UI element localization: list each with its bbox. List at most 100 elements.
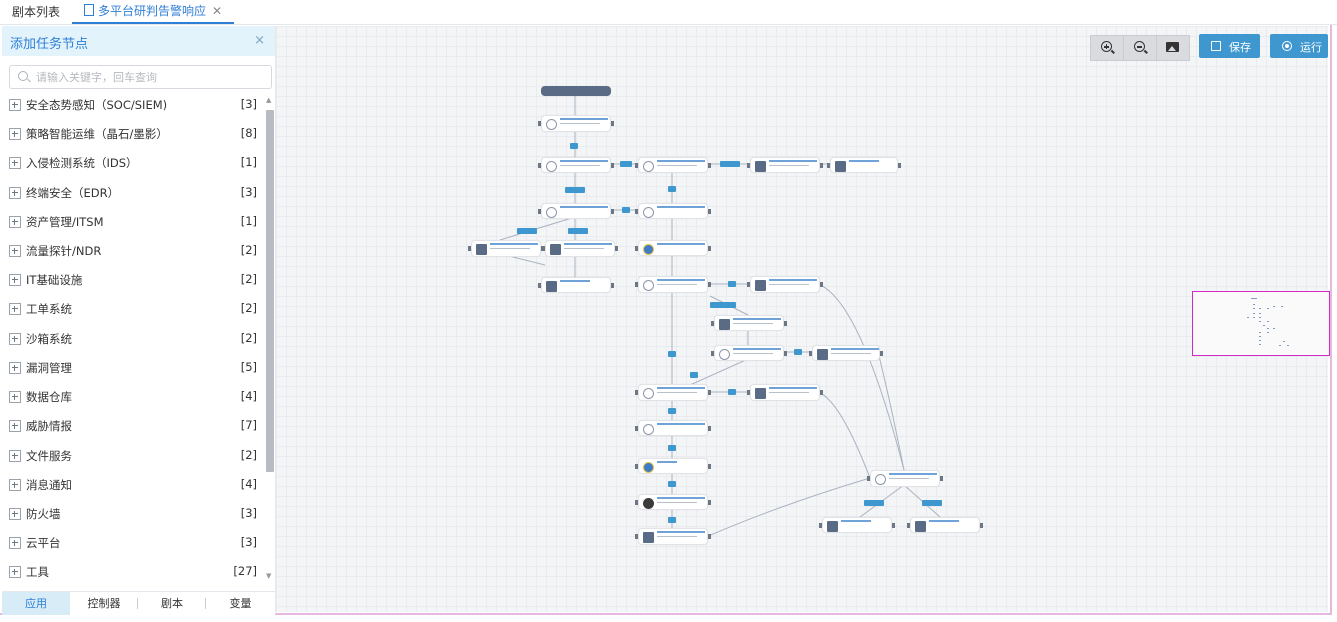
category-item[interactable]: 沙箱系统[2] (2, 326, 264, 355)
edge-badge[interactable] (668, 408, 676, 414)
category-item[interactable]: 入侵检测系统（IDS）[1] (2, 150, 264, 179)
flow-node[interactable] (711, 345, 787, 361)
start-node[interactable] (541, 86, 611, 96)
category-item[interactable]: 策略智能运维（晶石/墨影）[8] (2, 121, 264, 150)
edge-badge[interactable] (728, 389, 736, 395)
flow-node[interactable] (827, 157, 901, 173)
expand-plus-icon[interactable] (9, 245, 21, 257)
tab-controllers[interactable]: 控制器 (70, 592, 138, 615)
edge-badge[interactable] (568, 228, 588, 234)
expand-plus-icon[interactable] (9, 333, 21, 345)
flow-node[interactable] (907, 517, 983, 533)
expand-plus-icon[interactable] (9, 391, 21, 403)
scrollbar-thumb[interactable] (266, 110, 274, 472)
expand-plus-icon[interactable] (9, 216, 21, 228)
edge-badge[interactable] (864, 500, 884, 506)
expand-plus-icon[interactable] (9, 537, 21, 549)
flow-canvas[interactable] (276, 26, 1328, 612)
category-item[interactable]: 文件服务[2] (2, 443, 264, 472)
expand-plus-icon[interactable] (9, 274, 21, 286)
tab-playbooks[interactable]: 剧本 (138, 592, 206, 615)
flow-node[interactable] (635, 240, 711, 256)
category-item[interactable]: 云平台[3] (2, 530, 264, 559)
flow-node[interactable] (635, 276, 711, 293)
expand-plus-icon[interactable] (9, 157, 21, 169)
flow-node[interactable] (747, 157, 823, 173)
expand-plus-icon[interactable] (9, 128, 21, 140)
edge-badge[interactable] (565, 187, 585, 193)
scroll-up-icon[interactable]: ▲ (266, 96, 272, 104)
flow-node[interactable] (711, 315, 787, 331)
edge-badge[interactable] (668, 481, 676, 487)
minimap[interactable] (1192, 291, 1330, 356)
flow-node[interactable] (538, 157, 614, 173)
flow-node[interactable] (635, 384, 711, 401)
flow-node[interactable] (538, 277, 614, 293)
tab-playbook-list[interactable]: 剧本列表 (12, 5, 61, 19)
category-item[interactable]: 工具[27] (2, 559, 264, 588)
expand-plus-icon[interactable] (9, 450, 21, 462)
edge-badge[interactable] (794, 349, 802, 355)
category-item[interactable]: 消息通知[4] (2, 472, 264, 501)
edge-badge[interactable] (728, 281, 736, 287)
edge-badge[interactable] (517, 228, 537, 234)
zoom-out-button[interactable] (1123, 35, 1157, 61)
category-item[interactable]: IT基础设施[2] (2, 267, 264, 296)
category-item[interactable]: 数据仓库[4] (2, 384, 264, 413)
expand-plus-icon[interactable] (9, 303, 21, 315)
search-input[interactable] (34, 68, 268, 86)
flow-node[interactable] (635, 203, 711, 219)
category-item[interactable]: 流量探针/NDR[2] (2, 238, 264, 267)
flow-node[interactable] (747, 276, 823, 293)
category-item[interactable]: 防火墙[3] (2, 501, 264, 530)
run-button[interactable]: 运行 (1270, 34, 1328, 58)
zoom-in-button[interactable] (1090, 35, 1124, 61)
flow-node[interactable] (819, 517, 895, 533)
category-item[interactable]: 资产管理/ITSM[1] (2, 209, 264, 238)
category-item[interactable]: 工单系统[2] (2, 296, 264, 325)
flow-node[interactable] (635, 528, 711, 545)
export-image-button[interactable] (1156, 35, 1190, 61)
category-scrollbar[interactable]: ▲ ▼ (264, 96, 275, 586)
flow-node[interactable] (538, 115, 614, 132)
flow-node[interactable] (867, 470, 943, 487)
tab-apps[interactable]: 应用 (2, 592, 70, 615)
close-panel-icon[interactable]: × (254, 33, 265, 48)
flow-node[interactable] (468, 240, 544, 257)
edge-badge[interactable] (620, 161, 632, 167)
tab-variables[interactable]: 变量 (229, 597, 252, 610)
scroll-down-icon[interactable]: ▼ (266, 572, 272, 580)
edge-badge[interactable] (668, 445, 676, 451)
edge-badge[interactable] (710, 302, 736, 308)
expand-plus-icon[interactable] (9, 99, 21, 111)
flow-node[interactable] (635, 458, 711, 474)
save-button[interactable]: 保存 (1199, 34, 1260, 58)
edge-badge[interactable] (668, 351, 676, 357)
category-item[interactable]: 威胁情报[7] (2, 413, 264, 442)
edge-badge[interactable] (720, 161, 740, 167)
edge-badge[interactable] (622, 207, 630, 213)
flow-node[interactable] (747, 384, 823, 401)
close-tab-icon[interactable]: ✕ (212, 4, 223, 18)
expand-plus-icon[interactable] (9, 362, 21, 374)
flow-node[interactable] (538, 203, 614, 219)
expand-plus-icon[interactable] (9, 508, 21, 520)
flow-node[interactable] (635, 494, 711, 510)
expand-plus-icon[interactable] (9, 566, 21, 578)
expand-plus-icon[interactable] (9, 420, 21, 432)
expand-plus-icon[interactable] (9, 479, 21, 491)
flow-node[interactable] (635, 157, 711, 173)
flow-node[interactable] (542, 240, 618, 257)
flow-node[interactable] (635, 420, 711, 436)
edge-badge[interactable] (668, 517, 676, 523)
edge-badge[interactable] (668, 186, 676, 192)
category-item[interactable]: 漏洞管理[5] (2, 355, 264, 384)
tab-active-playbook[interactable]: 多平台研判告警响应✕ (72, 0, 235, 24)
edge-badge[interactable] (690, 372, 698, 378)
category-item[interactable]: 安全态势感知（SOC/SIEM)[3] (2, 92, 264, 121)
flow-node[interactable] (809, 345, 883, 361)
edge-badge[interactable] (922, 500, 942, 506)
category-item[interactable]: 终端安全（EDR）[3] (2, 180, 264, 209)
expand-plus-icon[interactable] (9, 187, 21, 199)
edge-badge[interactable] (570, 143, 578, 149)
